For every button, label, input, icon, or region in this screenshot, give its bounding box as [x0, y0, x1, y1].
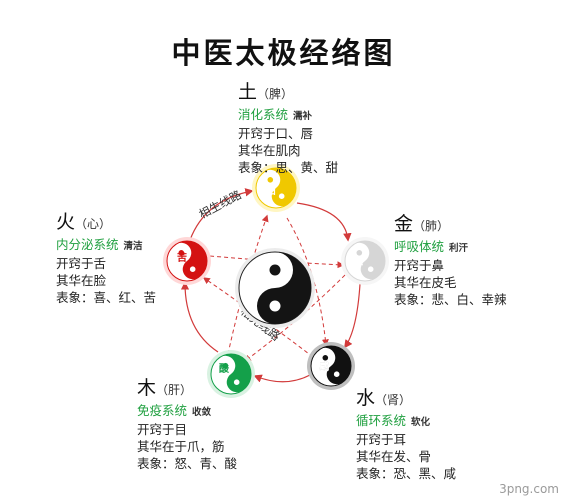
wood-detail-line: 表象：怒、青、酸: [137, 456, 238, 471]
fire-detail-line: 其华在脸: [56, 273, 107, 288]
water-yin-yang-icon: 咸: [307, 342, 355, 390]
wood-detail-line: 开窍于目: [137, 422, 188, 437]
earth-function-note: 濡补: [293, 111, 313, 122]
fire-organ: （心）: [75, 217, 112, 231]
water-organ: （肾）: [375, 393, 412, 407]
wood-system: 免疫系统: [137, 403, 188, 418]
wood-heading: 木（肝）: [137, 376, 237, 402]
water-detail-line: 其华在发、骨: [356, 449, 432, 464]
arrow-metal-to-water: [344, 283, 361, 349]
water-system: 循环系统: [356, 413, 407, 428]
wood-function-note: 收敛: [192, 407, 212, 418]
fire-info: 火（心）内分泌系统清洁开窍于舌其华在脸表象：喜、红、苦: [56, 210, 156, 306]
metal-organ-text: 肺: [425, 219, 438, 233]
fire-detail-line: 开窍于舌: [56, 256, 107, 271]
metal-taste-label: 辣: [353, 255, 364, 268]
water-detail-line: 开窍于耳: [356, 432, 407, 447]
fire-yin-yang-icon: 苦: [163, 237, 211, 285]
metal-detail-line: 其华在皮毛: [394, 275, 457, 290]
water-taste-label: 咸: [319, 360, 329, 373]
earth-detail-line: 其华在肌肉: [238, 143, 301, 158]
fire-element-name: 火: [56, 211, 76, 233]
fire-organ-text: 心: [87, 217, 100, 231]
wood-element-name: 木: [137, 377, 157, 399]
water-system-line: 循环系统软化: [356, 412, 456, 431]
earth-detail-line: 开窍于口、唇: [238, 126, 314, 141]
center-yin-yang-icon: [235, 248, 315, 328]
earth-element-name: 土: [238, 81, 258, 103]
earth-system-line: 消化系统濡补: [238, 106, 338, 125]
metal-function-note: 利汗: [449, 243, 469, 254]
wood-detail-line: 其华在于爪，筋: [137, 439, 225, 454]
metal-organ: （肺）: [413, 219, 450, 233]
metal-detail-line: 开窍于鼻: [394, 258, 445, 273]
metal-element-name: 金: [394, 213, 414, 235]
wood-organ-text: 肝: [168, 383, 181, 397]
metal-system: 呼吸体统: [394, 239, 445, 254]
metal-yin-yang-icon: 辣: [341, 237, 389, 285]
wood-taste-label: 酸: [219, 362, 230, 375]
earth-taste-label: 甜: [266, 184, 276, 197]
generating-cycle: [180, 188, 361, 383]
fire-function-note: 清洁: [123, 241, 143, 252]
earth-yin-yang-icon: 甜: [252, 164, 300, 212]
fire-system: 内分泌系统: [56, 237, 119, 252]
metal-heading: 金（肺）: [394, 212, 507, 238]
water-heading: 水（肾）: [356, 386, 456, 412]
water-detail-line: 表象：恐、黑、咸: [356, 466, 457, 481]
watermark: 3png.com: [499, 482, 559, 496]
metal-system-line: 呼吸体统利汗: [394, 238, 507, 257]
earth-info: 土（脾）消化系统濡补开窍于口、唇其华在肌肉表象：思、黄、甜: [238, 80, 338, 176]
water-element-name: 水: [356, 387, 376, 409]
earth-organ-text: 脾: [269, 87, 282, 101]
generating-label-text: 相生线路: [197, 187, 245, 221]
metal-detail-line: 表象：悲、白、幸辣: [394, 292, 507, 307]
element-nodes: 甜辣咸 酸 苦: [163, 164, 389, 398]
earth-organ: （脾）: [257, 87, 294, 101]
fire-system-line: 内分泌系统清洁: [56, 236, 156, 255]
wood-info: 木（肝）免疫系统收敛开窍于目其华在于爪，筋表象：怒、青、酸: [137, 376, 237, 472]
generating-label: 相生线路: [197, 187, 245, 221]
wood-organ: （肝）: [156, 383, 193, 397]
arrow-water-to-wood: [253, 374, 311, 383]
arrow-earth-to-metal: [296, 202, 352, 242]
arrow-fire-to-metal: [209, 255, 345, 269]
water-organ-text: 肾: [387, 393, 400, 407]
earth-system: 消化系统: [238, 107, 289, 122]
wood-system-line: 免疫系统收敛: [137, 402, 237, 421]
water-function-note: 软化: [411, 417, 431, 428]
fire-detail-line: 表象：喜、红、苦: [56, 290, 157, 305]
earth-heading: 土（脾）: [238, 80, 338, 106]
metal-info: 金（肺）呼吸体统利汗开窍于鼻其华在皮毛表象：悲、白、幸辣: [394, 212, 507, 308]
arrow-wood-to-fire: [180, 281, 219, 353]
fire-taste-label: 苦: [177, 251, 187, 264]
arrow-fire-to-earth: [189, 188, 254, 241]
fire-heading: 火（心）: [56, 210, 156, 236]
wood-yin-yang-icon: 酸: [207, 350, 255, 398]
earth-detail-line: 表象：思、黄、甜: [238, 160, 339, 175]
page-title: 中医太极经络图: [171, 36, 396, 70]
water-info: 水（肾）循环系统软化开窍于耳其华在发、骨表象：恐、黑、咸: [356, 386, 456, 482]
